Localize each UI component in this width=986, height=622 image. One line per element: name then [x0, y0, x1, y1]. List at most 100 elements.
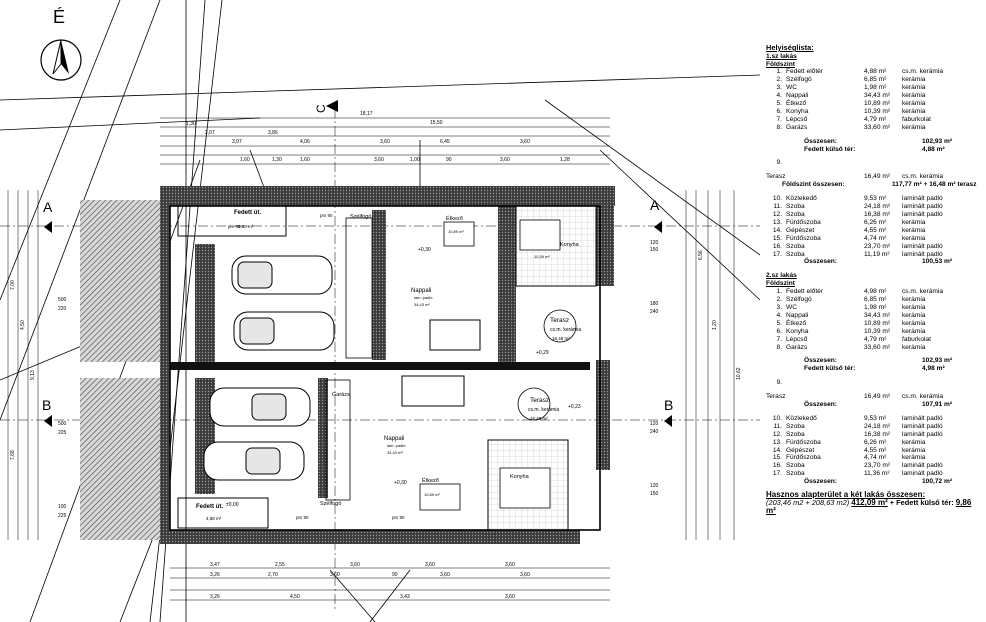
room-n: 3.: [776, 84, 783, 92]
room-garage-bot: Garázs: [332, 392, 350, 398]
room-n: 16.: [772, 462, 782, 470]
room-area: 6,85 m²: [864, 296, 887, 304]
room-mat: laminált padló: [902, 250, 943, 258]
room-n: 15.: [772, 234, 782, 242]
room-n: 4.: [776, 92, 783, 100]
dim-side-v6: 1,20: [712, 320, 718, 330]
dim-top-7: 3,60: [380, 139, 390, 145]
flat1-title: 1.sz lakás: [766, 52, 797, 60]
room-mat: laminált padló: [902, 422, 943, 430]
room-name: Szoba: [786, 422, 805, 430]
room-name: Szoba: [786, 470, 805, 478]
dim-top-15: 90: [446, 157, 452, 163]
room-mat: kerámia: [902, 123, 926, 131]
flat2-total-row: Összesen:102,93 m²: [804, 357, 953, 365]
dim-bottom-5: 3,60: [505, 562, 515, 568]
flat2-upper-total-row: Összesen:100,72 m²: [804, 478, 953, 486]
room-terasz-top-sub: cs.m. kerámia: [550, 327, 581, 333]
room-name: Gépészet: [786, 226, 815, 234]
dim-right-2: 150: [650, 247, 659, 253]
dim-bottom-1: 3,47: [210, 562, 220, 568]
flat1-total-row: Összesen:102,93 m²: [766, 138, 982, 146]
room-n: 13.: [772, 438, 782, 446]
room-name: Közlekedő: [786, 195, 817, 203]
room-fedett-bot: Fedett út.: [196, 504, 223, 510]
room-area: 1,98 m²: [864, 84, 887, 92]
room-name: Szélfogó: [786, 296, 812, 304]
level-2: +0,29: [536, 350, 549, 356]
room-mat: kerámia: [902, 327, 926, 335]
dim-top-4: 15,50: [430, 120, 443, 126]
room-konyha-top-area: 10,39 m²: [534, 254, 550, 259]
dim-top-14: 1,00: [410, 157, 420, 163]
room-n: 5.: [776, 100, 783, 108]
room-n: 12.: [772, 430, 782, 438]
room-name: WC: [786, 84, 797, 92]
dim-top-17: 1,28: [560, 157, 570, 163]
room-area: 33,60 m²: [864, 123, 891, 131]
room-mat: laminált padló: [902, 211, 943, 218]
dim-top-5: 3,07: [232, 139, 242, 145]
room-n: 14.: [772, 226, 782, 234]
dim-bottom-10: 3,60: [440, 572, 450, 578]
room-terasz-top: Terasz: [550, 317, 569, 324]
schedule-title: Helyiséglista:: [766, 43, 814, 52]
room-etkezo-top-area: 10,89 m²: [448, 229, 464, 234]
room-mat: kerámia: [902, 446, 926, 454]
room-n: 2.: [776, 76, 783, 84]
room-area: 4,98 m²: [864, 288, 887, 296]
section-b-right: B: [664, 397, 673, 413]
room-n: 8.: [776, 343, 783, 351]
room-n: 5.: [776, 319, 783, 327]
dim-side-v5: 6,56: [698, 250, 704, 260]
room-n: 2.: [776, 296, 783, 304]
dim-bottom-11: 3,60: [520, 572, 530, 578]
room-fedett-bot-area: 4,88 m²: [206, 516, 222, 521]
room-schedule: Helyiséglista: 1.sz lakás Földszint 1.Fe…: [766, 43, 982, 515]
room-area: 4,55 m²: [864, 226, 887, 234]
room-name: Szoba: [786, 242, 805, 250]
dim-right-7: 120: [650, 483, 659, 489]
dim-bottom-9: 90: [392, 572, 398, 578]
room-area: 16,38 m²: [864, 211, 891, 218]
room-n: 10.: [772, 195, 782, 203]
room-area: 4,74 m²: [864, 454, 887, 462]
room-mat: kerámia: [902, 438, 926, 446]
dim-bottom-14: 3,43: [400, 594, 410, 600]
dim-bottom-8: 3,60: [330, 572, 340, 578]
room-nappali-top-sub: lam. padló: [414, 295, 433, 300]
room-name: Fürdőszoba: [786, 218, 821, 226]
room-mat: kerámia: [902, 319, 926, 327]
room-name: Fürdőszoba: [786, 454, 821, 462]
room-name: Garázs: [786, 343, 808, 351]
room-terasz-bot-sub: cs.m. kerámia: [528, 407, 559, 413]
room-area: 33,60 m²: [864, 343, 891, 351]
dim-left-1: 500: [58, 297, 67, 303]
room-name: Közlekedő: [786, 414, 817, 422]
dim-left-4: 225: [58, 430, 67, 436]
room-n: 17.: [772, 470, 782, 478]
flat1-level: Földszint: [766, 60, 795, 68]
room-mat: cs.m. kerámia: [902, 288, 944, 296]
dim-bottom-12: 3,26: [210, 594, 220, 600]
section-b-left: B: [42, 397, 51, 413]
dim-left-6: 225: [58, 513, 67, 519]
room-etkezo-bot-area: 10,89 m²: [424, 492, 440, 497]
room-name: Nappali: [786, 92, 809, 100]
room-name: Konyha: [786, 107, 809, 115]
room-nappali-top-area: 34,43 m²: [414, 302, 430, 307]
